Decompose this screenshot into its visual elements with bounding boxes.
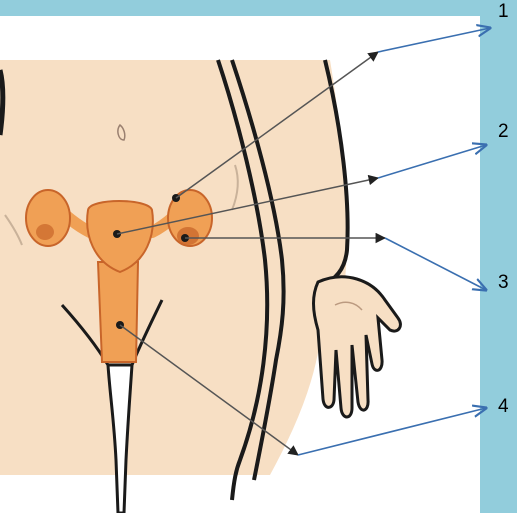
label-arrow-1: [378, 28, 490, 52]
label-1: 1: [498, 2, 509, 22]
label-arrow-4: [298, 408, 486, 455]
label-4: 4: [498, 397, 509, 417]
vagina: [98, 262, 138, 362]
label-3: 3: [498, 273, 509, 293]
ovary-left-spot: [36, 224, 54, 240]
torso-left-outline: [0, 70, 3, 135]
label-2: 2: [498, 122, 509, 142]
label-arrow-2: [378, 145, 486, 178]
hand: [314, 277, 401, 417]
label-arrow-3: [385, 238, 486, 290]
